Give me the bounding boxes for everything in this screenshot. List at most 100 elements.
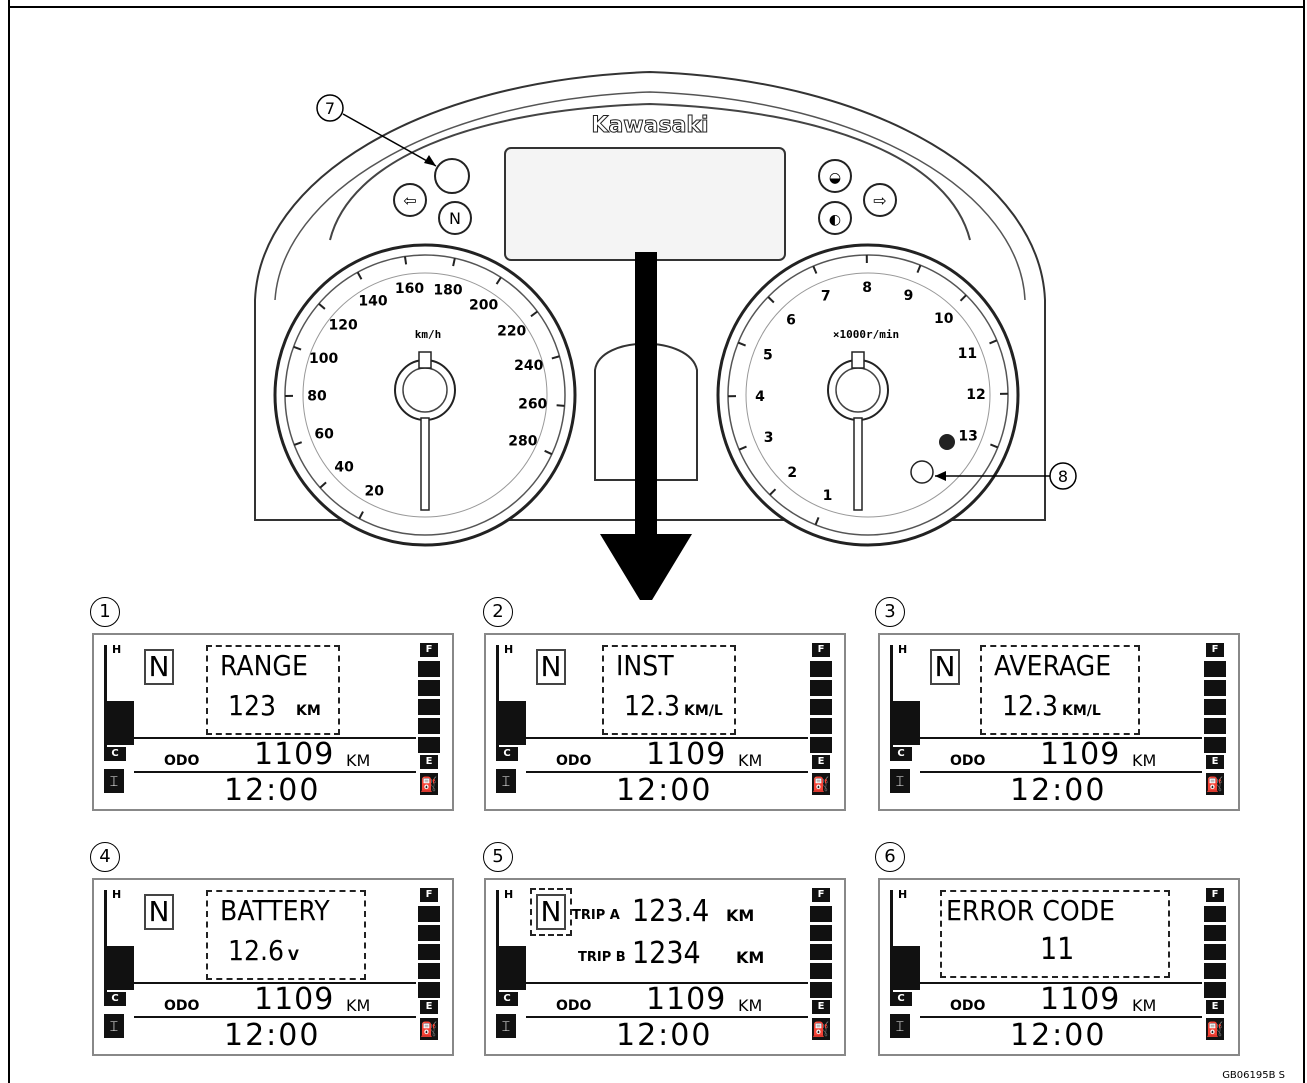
temp-gauge-frame [890,645,893,753]
fuel-bar-segment [418,718,440,734]
speedo-tick-mark [452,258,456,267]
odo-label: ODO [556,998,592,1014]
info-mode-title: INST [616,649,674,682]
trip-b-value: 1234 [632,936,701,971]
temp-bar-segment [890,946,920,968]
odo-unit: KM [346,751,371,770]
temp-cold-box: C [496,747,518,761]
info-mode-frame [206,890,366,980]
odo-value: 1109 [646,737,727,772]
fuel-bar-segment [1204,944,1226,960]
error-code-value: 11 [1040,932,1075,967]
panel-number-circle [483,597,513,627]
odo-value: 1109 [1040,982,1121,1017]
speedo-tick-label: 260 [518,396,547,412]
callout-7-leader [342,113,437,167]
callout-7-arrowhead [424,155,436,166]
divider-line [134,982,416,984]
temp-gauge-frame [890,890,893,998]
oil-pressure-indicator [818,159,852,193]
panel-number-circle [483,842,513,872]
fuel-full-box: F [812,888,830,902]
fuel-bar-segment [810,699,832,715]
clock-display: 12:00 [224,773,321,808]
odo-unit: KM [738,751,763,770]
callout-7-number: 7 [325,99,335,118]
temp-bar-segment [890,723,920,745]
divider-line [526,982,808,984]
temp-bar-segment [496,946,526,968]
fuel-full-box: F [420,888,438,902]
odo-value: 1109 [254,982,335,1017]
panel-number-circle [875,842,905,872]
info-mode-frame [980,645,1140,735]
temp-gauge-frame [104,890,107,998]
fuel-bar-segment [1204,680,1226,696]
panel-number-circle [90,597,120,627]
speedo-tick-mark [551,355,560,360]
speedo-tick-mark [318,302,326,310]
clock-display: 12:00 [224,1018,321,1053]
callout-8-light [910,460,934,484]
fuel-pump-icon: ⛽ [420,1018,438,1040]
speedo-tick-label: 40 [334,460,354,476]
info-mode-value: 12.6 [228,934,285,967]
fuel-bar-segment [810,982,832,998]
odo-unit: KM [738,996,763,1015]
fuel-bar-segment [810,737,832,753]
callout-7-circle [316,94,344,122]
trip-a-unit: KM [726,906,755,925]
panel-number: 3 [884,601,896,622]
panel-number: 1 [99,601,111,622]
tacho-tick-mark [959,294,967,302]
temp-bar-segment [890,968,920,990]
cluster-housing-inner [274,91,1026,301]
fuel-bar-segment [1204,737,1226,753]
divider-line [134,737,416,739]
speedo-tick-label: 160 [395,281,424,297]
temp-bar-segment [890,701,920,723]
tacho-tick-label: 1 [823,488,833,504]
coolant-temp-icon: ⌶ [104,769,124,793]
divider-line [920,737,1202,739]
tacho-tick-mark [989,339,998,345]
info-mode-unit: KM/L [684,703,723,719]
fuel-bar-segment [810,718,832,734]
tacho-tick-label: 8 [862,280,872,296]
tacho-tick-label: 2 [787,465,797,481]
fuel-pump-icon: ⛽ [420,773,438,795]
fuel-full-box: F [812,643,830,657]
fuel-bar-segment [418,680,440,696]
clock-display: 12:00 [1010,773,1107,808]
temp-bar-segment [104,701,134,723]
fuel-bar-segment [418,944,440,960]
fuel-full-box: F [420,643,438,657]
tacho-tick-mark [738,445,747,451]
trip-b-label: TRIP B [578,950,626,965]
tacho-tick-label: 6 [786,312,796,328]
fuel-empty-box: E [1206,755,1224,769]
callout-7-light [434,158,470,194]
temp-cold-box: C [890,747,912,761]
fuel-full-box: F [1206,643,1224,657]
fuel-bar-segment [418,699,440,715]
odo-label: ODO [164,753,200,769]
clock-display: 12:00 [616,773,713,808]
temp-bar-segment [496,968,526,990]
speedo-tick-label: 180 [433,283,462,299]
cluster-housing [254,70,1046,521]
speedo-unit: km/h [415,328,442,341]
speedo-tick-label: 100 [309,351,338,367]
odo-value: 1109 [1040,737,1121,772]
info-mode-frame [602,645,736,735]
tacho-tick-mark [990,443,999,449]
right-arrow-icon: ⇨ [873,191,886,210]
fuel-empty-box: E [420,755,438,769]
clock-display: 12:00 [1010,1018,1107,1053]
speedo-tick-mark [403,256,408,265]
